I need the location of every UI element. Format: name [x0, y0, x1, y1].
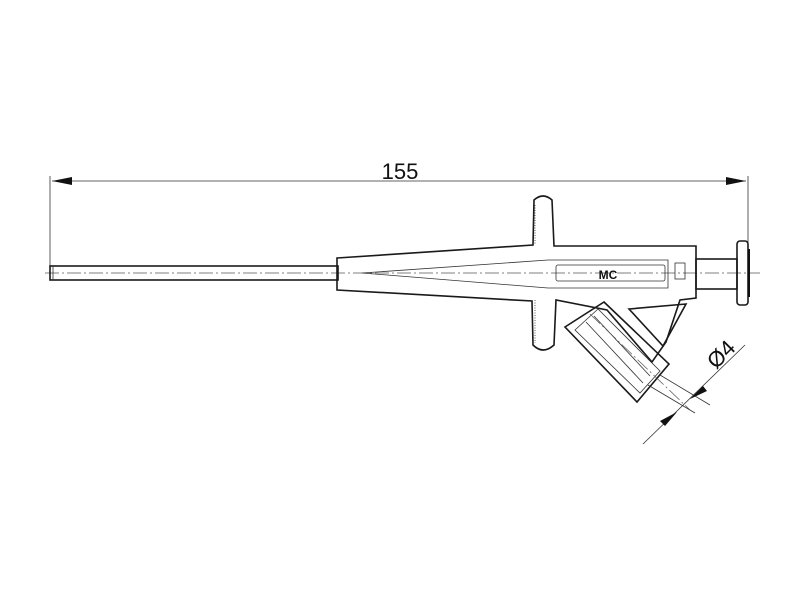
- probe-wire: [49, 265, 339, 281]
- arrow-left-icon: [52, 177, 72, 185]
- overall-length-dimension: 155: [49, 159, 749, 275]
- triangle-cutout: [627, 303, 688, 348]
- brand-marking: MC: [599, 268, 618, 282]
- overall-length-label: 155: [382, 159, 419, 184]
- plunger-knob: [695, 240, 750, 306]
- arrow-icon: [660, 412, 677, 426]
- arrow-right-icon: [726, 177, 746, 185]
- diameter-dimension: Ø4: [642, 335, 746, 445]
- arrow-icon: [690, 386, 707, 399]
- probe-body: MC: [336, 195, 697, 364]
- socket-sleeve: [563, 300, 691, 411]
- diameter-label: Ø4: [702, 335, 740, 373]
